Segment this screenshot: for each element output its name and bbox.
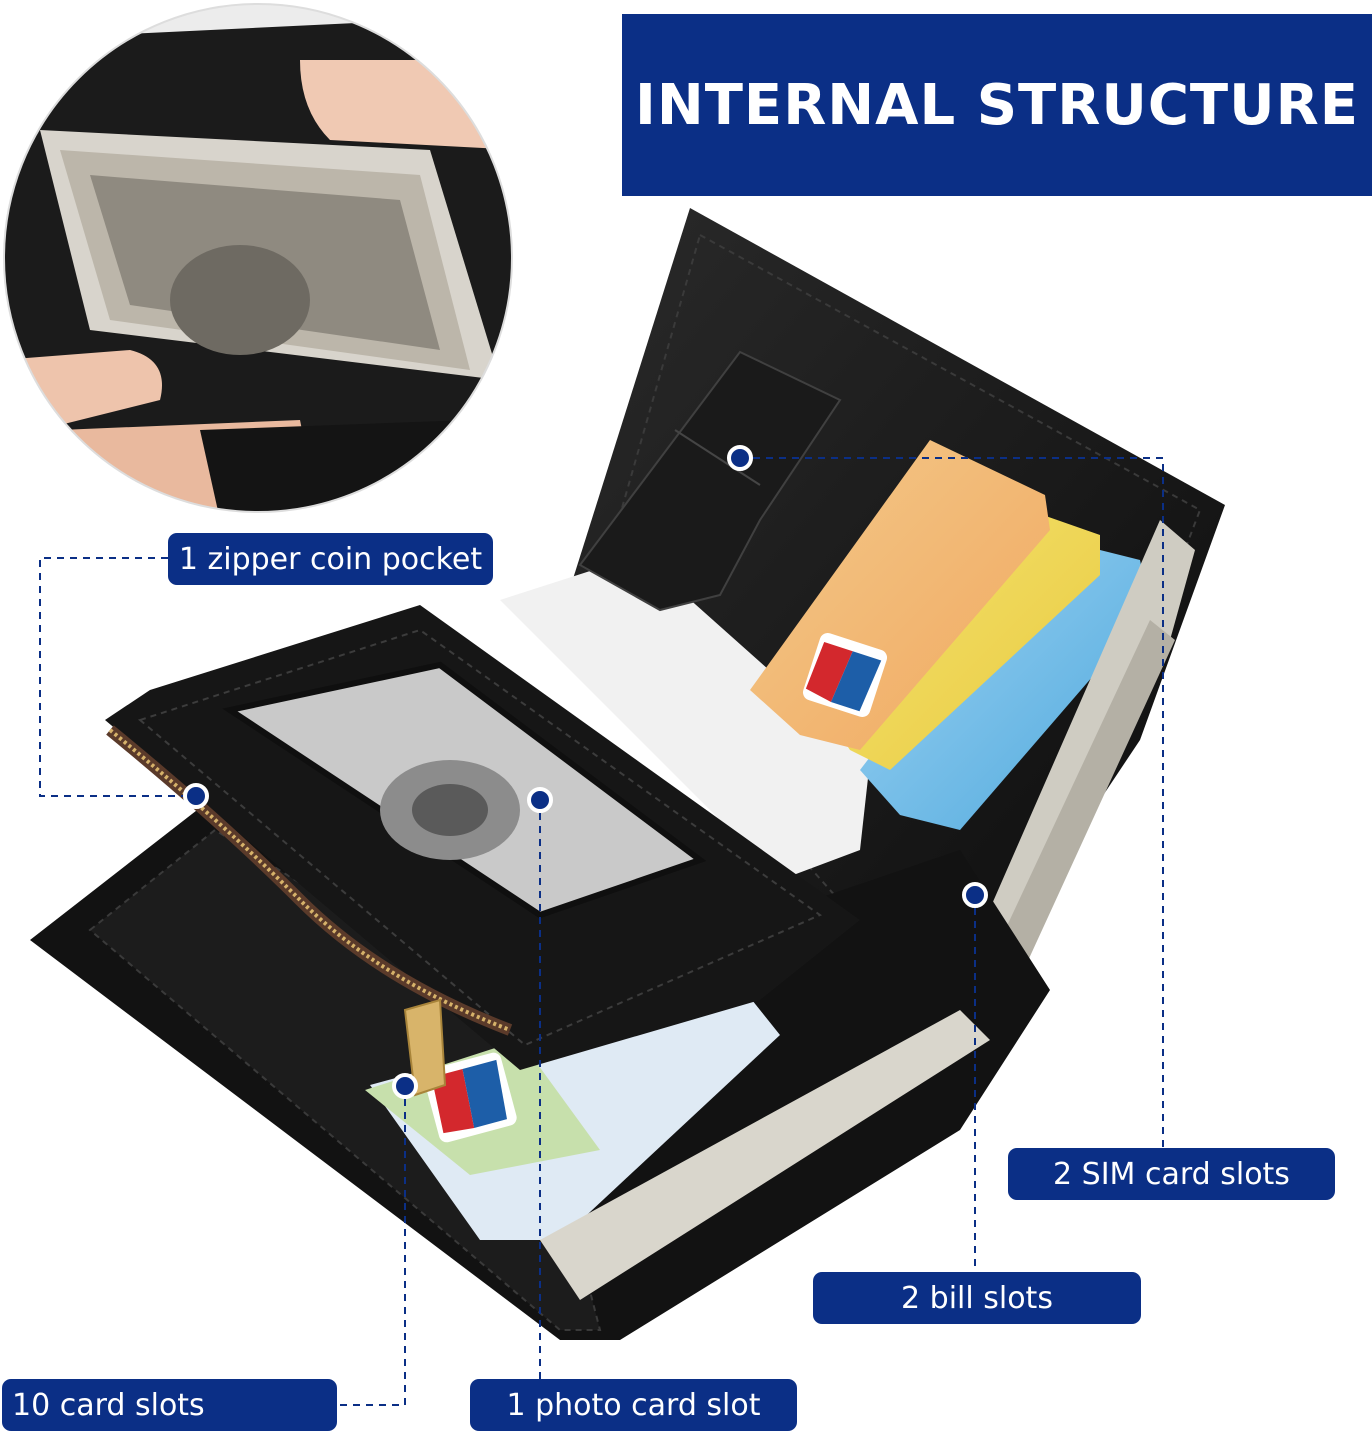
callout-sim-card-slots: 2 SIM card slots bbox=[1008, 1148, 1335, 1200]
callout-photo-card-slot: 1 photo card slot bbox=[470, 1379, 797, 1431]
callout-bill-slots: 2 bill slots bbox=[813, 1272, 1141, 1324]
callout-zipper-coin-pocket: 1 zipper coin pocket bbox=[168, 533, 493, 585]
callout-card-slots: 10 card slots bbox=[2, 1379, 337, 1431]
page-title: INTERNAL STRUCTURE bbox=[635, 72, 1359, 138]
title-banner: INTERNAL STRUCTURE bbox=[622, 14, 1372, 196]
